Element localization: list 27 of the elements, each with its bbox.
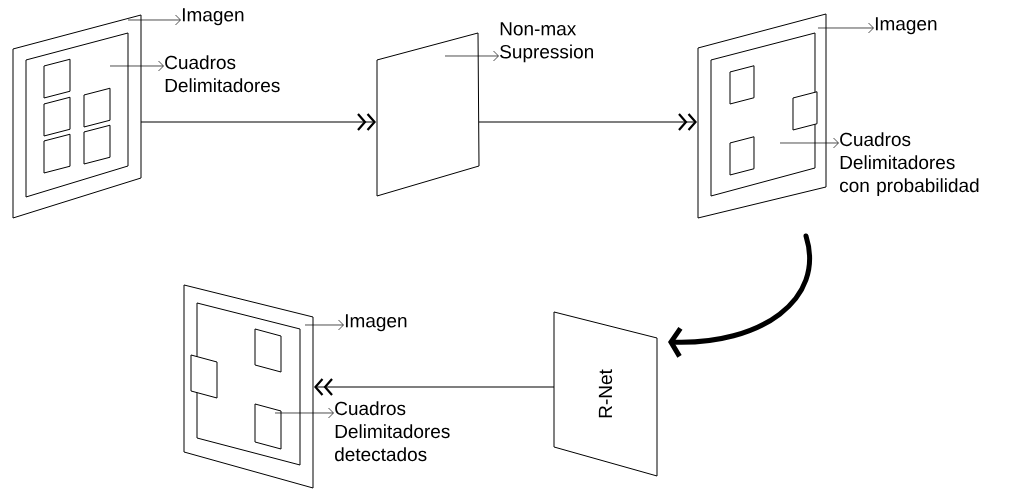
sheet [376, 32, 480, 197]
leader-line [444, 50, 499, 62]
callout-label: Non-max Supression [500, 22, 593, 63]
callout-label: Cuadros Delimitadores detectados [335, 401, 450, 462]
leader-line [127, 14, 181, 26]
callout-label: Cuadros Delimitadores [165, 55, 280, 93]
callout-label: Cuadros Delimitadores con probabilidad [840, 132, 979, 196]
callout-label: Imagen [875, 17, 937, 35]
image-area [710, 32, 816, 197]
image-area [196, 302, 301, 466]
leader-line [817, 22, 874, 34]
sheet: R-Net [553, 311, 658, 477]
curved-arrow [668, 233, 812, 358]
image-frame [183, 284, 314, 489]
leader-line [779, 137, 839, 149]
arrow [140, 113, 376, 131]
leader-line [304, 319, 344, 331]
leader-line [274, 407, 334, 419]
callout-label: Imagen [345, 314, 407, 332]
image-frame [12, 14, 142, 219]
leader-line [109, 60, 164, 72]
image-frame [697, 13, 827, 219]
arrow [314, 378, 555, 396]
bounding-box [254, 403, 282, 450]
image-area [25, 32, 129, 198]
callout-label: Imagen [182, 8, 244, 26]
arrow [478, 113, 697, 131]
